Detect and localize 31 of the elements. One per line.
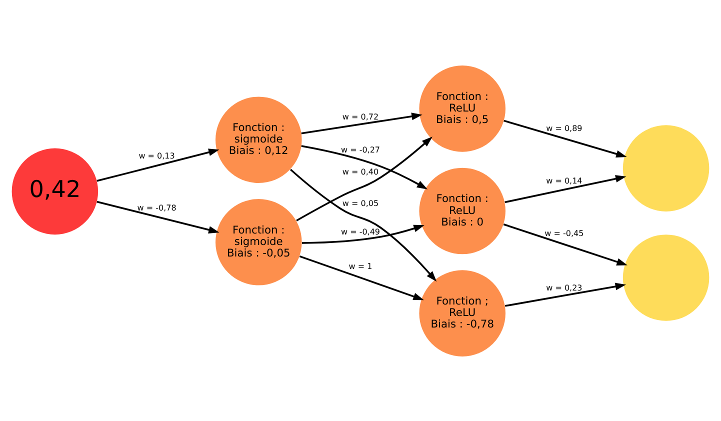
- arrow: [290, 168, 437, 282]
- node-circle: Fonction : sigmoide Biais : -0,05: [216, 198, 302, 285]
- arrow: [504, 282, 626, 306]
- edge-label: w = -0,27: [340, 144, 380, 154]
- edge-label: w = 0,72: [342, 112, 379, 122]
- edge-label: w = 0,14: [546, 176, 582, 186]
- arrow: [301, 112, 422, 134]
- arrow: [302, 224, 424, 244]
- edge-label: w = -0,45: [544, 228, 584, 238]
- arrow: [503, 223, 628, 265]
- arrow: [96, 200, 220, 234]
- edge-label: w = -0,78: [137, 202, 176, 212]
- edge-label: w = 0,40: [342, 167, 379, 176]
- edge-label: w = 0,13: [138, 151, 175, 160]
- edge-label: w = 0,89: [546, 124, 582, 133]
- edge-label: w = 0,23: [546, 282, 582, 292]
- arrow: [296, 136, 432, 221]
- edge-label: w = -0,49: [340, 226, 380, 236]
- node-circle: 0,42: [12, 148, 98, 234]
- arrow: [504, 174, 626, 203]
- edge-label: w = 0,05: [342, 198, 379, 208]
- arrow: [299, 254, 424, 300]
- node-circle: [622, 124, 710, 211]
- node-circle: Fonction : ReLU Biais : 0,5: [419, 65, 506, 152]
- arrow: [96, 148, 220, 182]
- node-circle: Fonction : ReLU Biais : 0: [419, 167, 506, 254]
- node-circle: Fonction : sigmoide Biais : 0,12: [216, 96, 302, 182]
- arrow: [301, 144, 428, 189]
- node-circle: [622, 234, 710, 320]
- edge-label: w = 1: [348, 262, 372, 270]
- arrow: [504, 119, 627, 158]
